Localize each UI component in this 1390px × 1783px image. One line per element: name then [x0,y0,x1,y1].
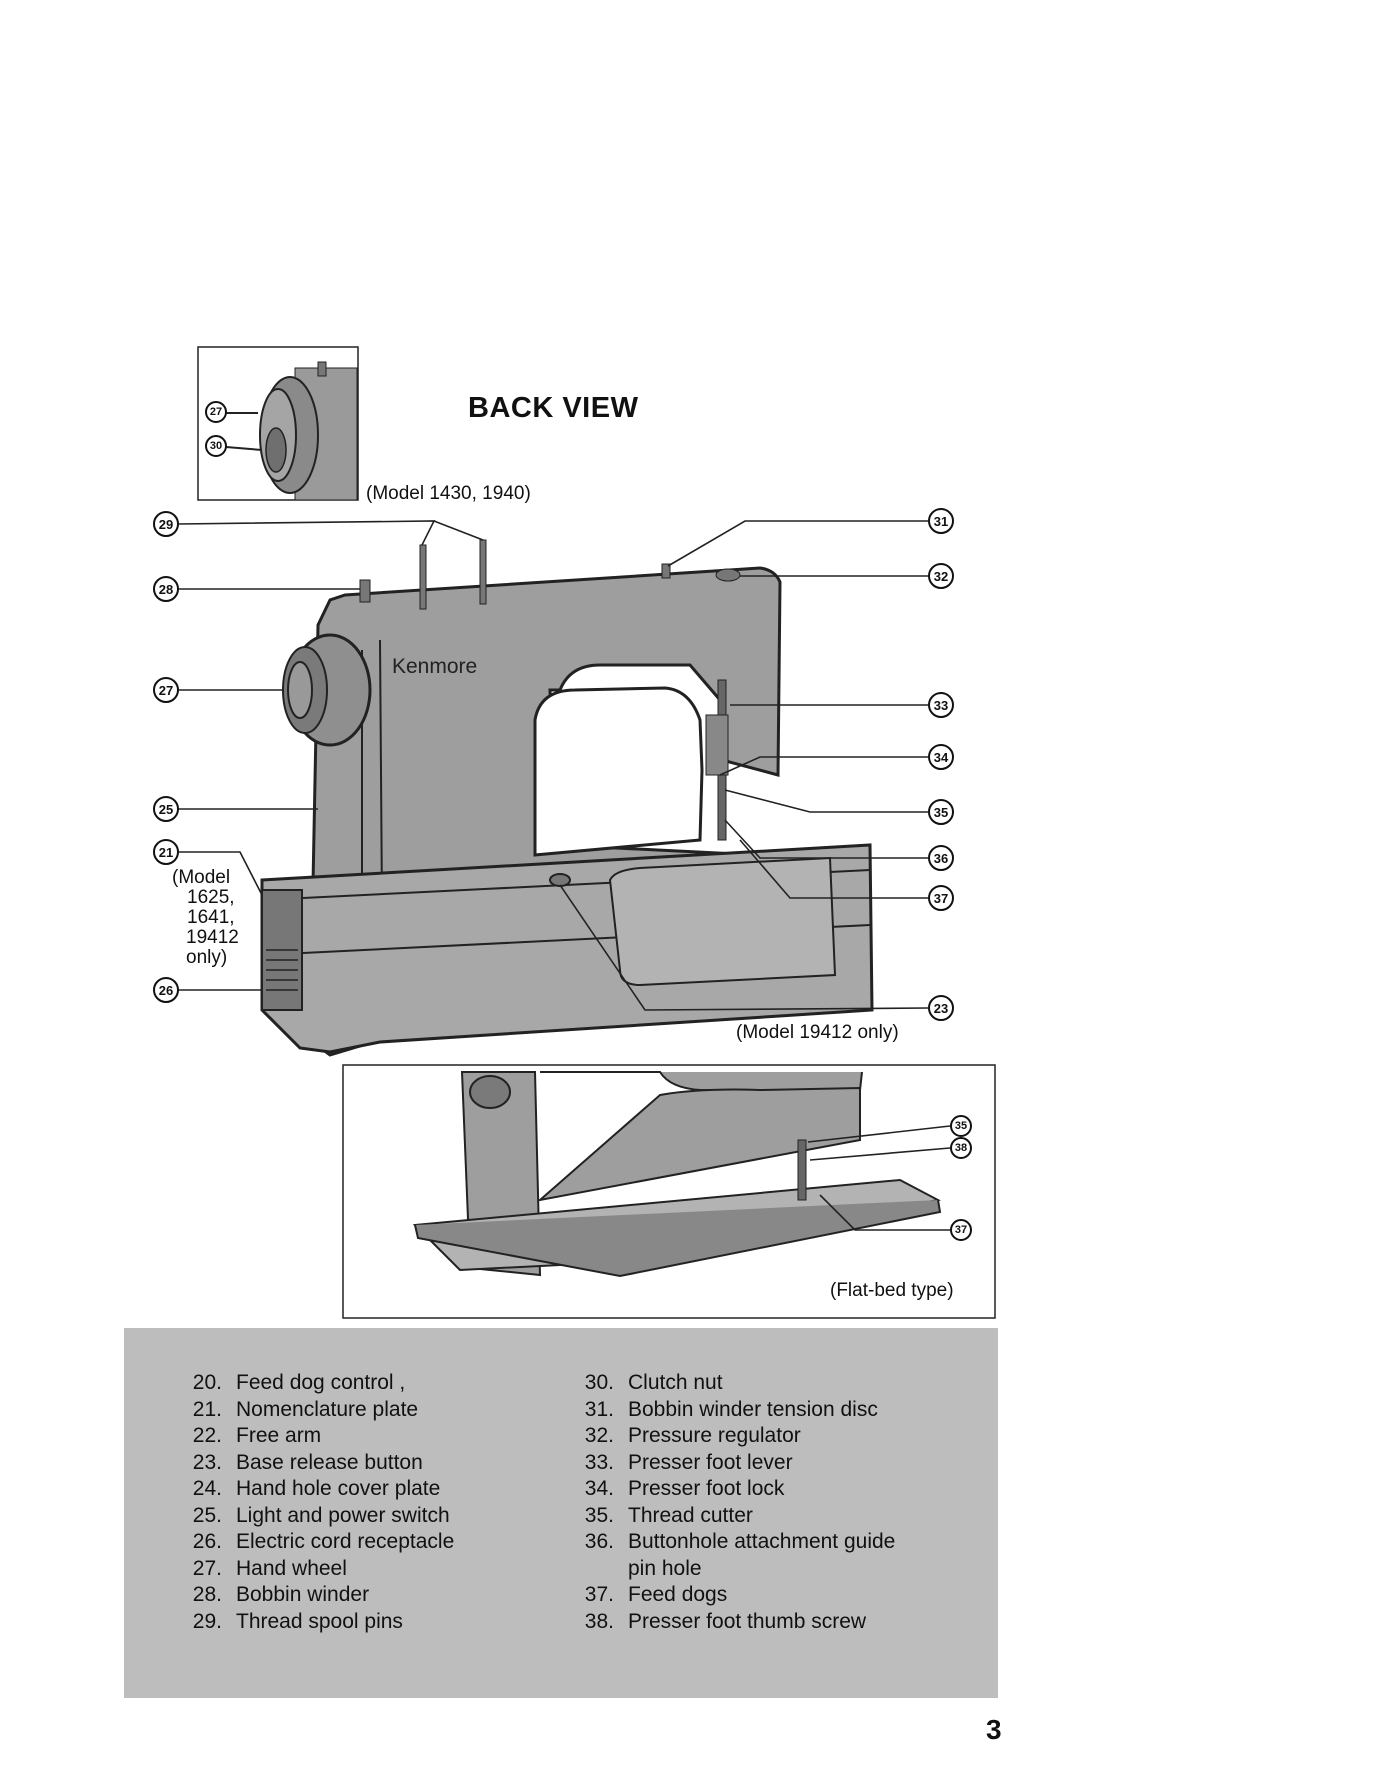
page-number: 3 [986,1714,1002,1745]
callout-37: 37 [928,885,954,911]
legend-item: 31.Bobbin winder tension disc [584,1397,878,1421]
legend-item: 32.Pressure regulator [584,1424,801,1447]
legend-item: 25.Light and power switch [192,1503,450,1527]
brand-label: Kenmore [392,655,478,678]
legend-left-column: 20.Feed dog control , 21.Nomenclature pl… [172,1370,454,1635]
callout-35-flatbed: 35 [950,1115,972,1137]
inset-caption: (Model 1430, 1940) [366,483,531,504]
legend-item: 22.Free arm [192,1424,322,1447]
legend-item: 29.Thread spool pins [192,1609,403,1633]
legend-item: 35.Thread cutter [584,1503,753,1527]
legend-item: 33.Presser foot lever [584,1450,793,1474]
legend-item: 36.Buttonhole attachment guide [584,1530,896,1553]
page-title: BACK VIEW [468,392,639,424]
flatbed-caption: (Flat-bed type) [830,1280,954,1301]
callout-28: 28 [153,576,179,602]
callout-26: 26 [153,977,179,1003]
callout-27-inset: 27 [205,401,227,423]
legend-item-continuation: pin hole [628,1556,702,1580]
callout-33: 33 [928,692,954,718]
callout-32: 32 [928,563,954,589]
legend-right-column: 30.Clutch nut 31.Bobbin winder tension d… [564,1370,896,1635]
legend-item: 24.Hand hole cover plate [192,1477,441,1500]
legend-item: 38.Presser foot thumb screw [584,1609,867,1633]
legend-item: 37.Feed dogs [584,1583,728,1606]
model-note-21: (Model 1625, 1641, 19412 only) [172,867,239,968]
callout-31: 31 [928,508,954,534]
callout-30-inset: 30 [205,435,227,457]
callout-29: 29 [153,511,179,537]
legend-item: 34.Presser foot lock [584,1477,785,1500]
legend-item: 30.Clutch nut [584,1371,723,1394]
callout-35: 35 [928,799,954,825]
callout-38: 38 [950,1137,972,1159]
legend-item: 28.Bobbin winder [192,1583,370,1606]
callout-36: 36 [928,845,954,871]
legend-item: 23.Base release button [192,1450,423,1474]
legend-item: 26.Electric cord receptacle [192,1530,455,1553]
callout-34: 34 [928,744,954,770]
legend-item: 27.Hand wheel [192,1556,347,1580]
callout-37-flatbed: 37 [950,1219,972,1241]
parts-legend: 20.Feed dog control , 21.Nomenclature pl… [124,1328,998,1698]
callout-23: 23 [928,995,954,1021]
model-note-23: (Model 19412 only) [736,1022,899,1043]
callout-27: 27 [153,677,179,703]
callout-25: 25 [153,796,179,822]
legend-item: 21.Nomenclature plate [192,1397,419,1421]
callout-21: 21 [153,839,179,865]
legend-item: 20.Feed dog control , [192,1371,406,1394]
